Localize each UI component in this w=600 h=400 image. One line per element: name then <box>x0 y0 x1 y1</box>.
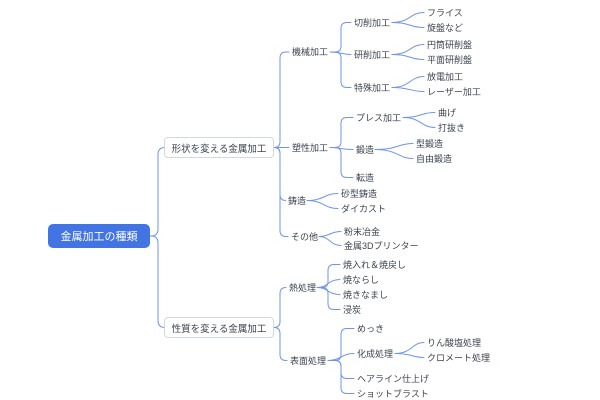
node-form-rolling[interactable]: 転造 <box>356 173 375 183</box>
node-annealing[interactable]: 焼きなまし <box>343 290 389 300</box>
node-hairline-finish[interactable]: ヘアライン仕上げ <box>357 374 430 384</box>
node-forging[interactable]: 鍛造 <box>356 145 375 155</box>
node-others[interactable]: その他 <box>291 232 319 242</box>
node-grinding[interactable]: 研削加工 <box>354 50 391 60</box>
node-carburizing[interactable]: 浸炭 <box>343 305 362 315</box>
node-press-working[interactable]: プレス加工 <box>356 113 402 123</box>
node-cutting[interactable]: 切削加工 <box>354 18 391 28</box>
node-surface-treatment[interactable]: 表面処理 <box>290 356 327 366</box>
node-free-forging[interactable]: 自由鍛造 <box>416 154 453 164</box>
node-metal-processing-types[interactable]: 金属加工の種類 <box>48 224 150 248</box>
node-plating[interactable]: めっき <box>357 324 385 334</box>
node-sand-casting[interactable]: 砂型鋳造 <box>341 189 378 199</box>
node-surface-grinder[interactable]: 平面研削盤 <box>427 55 473 65</box>
node-shape-changing[interactable]: 形状を変える金属加工 <box>164 137 274 158</box>
node-special-machining[interactable]: 特殊加工 <box>354 83 391 93</box>
node-casting[interactable]: 鋳造 <box>288 196 307 206</box>
node-die-casting[interactable]: ダイカスト <box>341 204 387 214</box>
node-milling[interactable]: フライス <box>427 8 463 18</box>
node-metal-3d-printer[interactable]: 金属3Dプリンター <box>344 241 419 251</box>
node-normalizing[interactable]: 焼ならし <box>343 275 380 285</box>
node-die-forging[interactable]: 型鍛造 <box>416 139 444 149</box>
node-phosphate-treatment[interactable]: りん酸塩処理 <box>427 338 482 348</box>
node-powder-metallurgy[interactable]: 粉末冶金 <box>344 227 381 237</box>
node-property-changing[interactable]: 性質を変える金属加工 <box>164 317 274 338</box>
node-cylindrical-grinder[interactable]: 円筒研削盤 <box>427 40 473 50</box>
node-machining[interactable]: 機械加工 <box>292 47 329 57</box>
node-quenching-tempering[interactable]: 焼入れ＆焼戻し <box>343 260 407 270</box>
node-lathe[interactable]: 旋盤など <box>427 23 464 33</box>
node-heat-treatment[interactable]: 熱処理 <box>289 283 317 293</box>
node-punching[interactable]: 打抜き <box>438 123 466 133</box>
node-chromate-treatment[interactable]: クロメート処理 <box>427 353 491 363</box>
node-chemical-conversion[interactable]: 化成処理 <box>357 349 394 359</box>
node-laser[interactable]: レーザー加工 <box>427 87 481 97</box>
node-bending[interactable]: 曲げ <box>438 108 457 118</box>
node-shot-blasting[interactable]: ショットブラスト <box>357 389 429 399</box>
node-edm[interactable]: 放電加工 <box>427 72 464 82</box>
node-plastic-working[interactable]: 塑性加工 <box>292 143 329 153</box>
